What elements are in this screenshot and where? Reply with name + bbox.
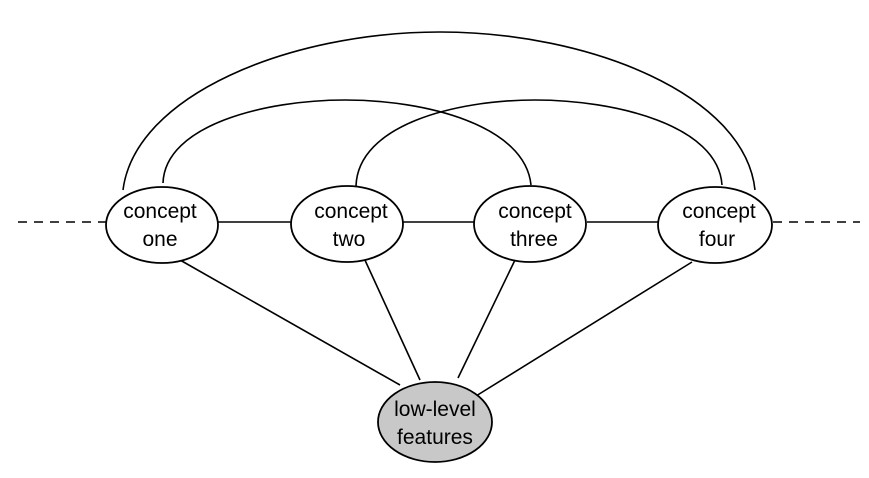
node-concept-three-line1: concept [498,200,572,223]
node-concept-one-line1: concept [123,200,197,223]
node-concept-three-ellipse [473,185,587,263]
node-concept-two-line1: concept [314,200,388,223]
node-concept-one-line2: one [142,228,177,251]
edge-concept-three-low-level-features [457,259,516,379]
node-concept-two-ellipse [290,185,404,263]
node-low-level-features-line2: features [397,426,473,449]
edge-concept-four-low-level-features [475,261,693,397]
node-concept-four-ellipse [657,186,773,264]
node-concept-four: concept four [657,186,773,264]
node-concept-four-line1: concept [682,200,756,223]
arc-concept-one-concept-three [162,99,532,186]
node-low-level-features-ellipse [377,381,493,463]
node-concept-one: concept one [105,186,219,264]
edge-concept-one-low-level-features [179,259,401,386]
arc-concept-two-concept-four [355,99,723,187]
arc-concept-one-concept-four [122,31,756,191]
node-concept-one-ellipse [105,186,219,264]
node-concept-four-line2: four [699,228,735,251]
node-concept-three-line2: three [510,228,558,251]
edge-concept-two-low-level-features [363,257,421,381]
node-concept-three: concept three [473,185,587,263]
node-low-level-features: low-level features [377,381,493,463]
node-low-level-features-line1: low-level [394,398,476,421]
node-concept-two: concept two [290,185,404,263]
node-concept-two-line2: two [333,228,366,251]
